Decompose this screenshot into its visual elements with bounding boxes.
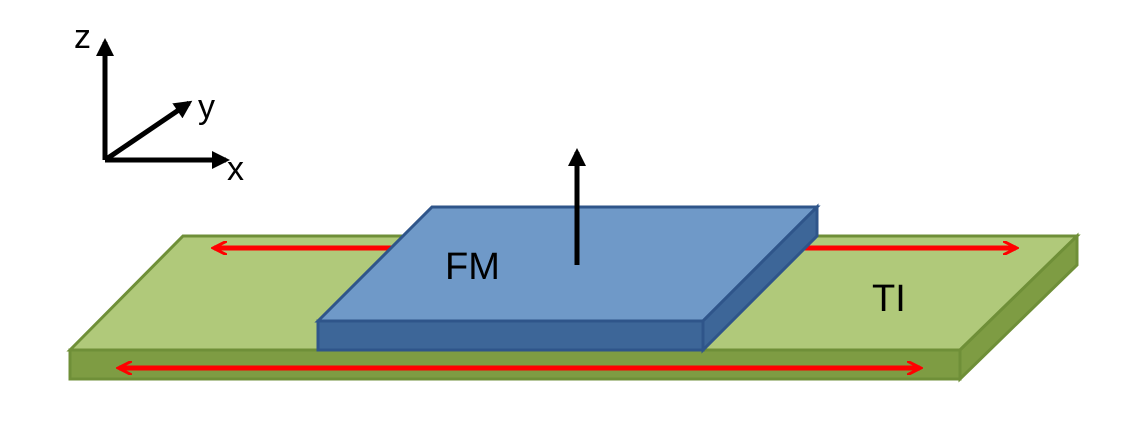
ti-front-face [68, 348, 962, 381]
y-axis-label: y [198, 88, 215, 126]
ti-label: TI [872, 278, 906, 320]
ti-right-face [958, 232, 1079, 383]
fm-label: FM [445, 246, 500, 288]
y-axis-arrow [103, 100, 193, 163]
coordinate-axes: z y x [74, 18, 244, 188]
fm-layer [314, 203, 821, 354]
fm-front-face [316, 319, 705, 352]
fm-right-face [701, 203, 819, 354]
z-axis-label: z [74, 18, 91, 56]
x-axis-label: x [227, 150, 244, 188]
